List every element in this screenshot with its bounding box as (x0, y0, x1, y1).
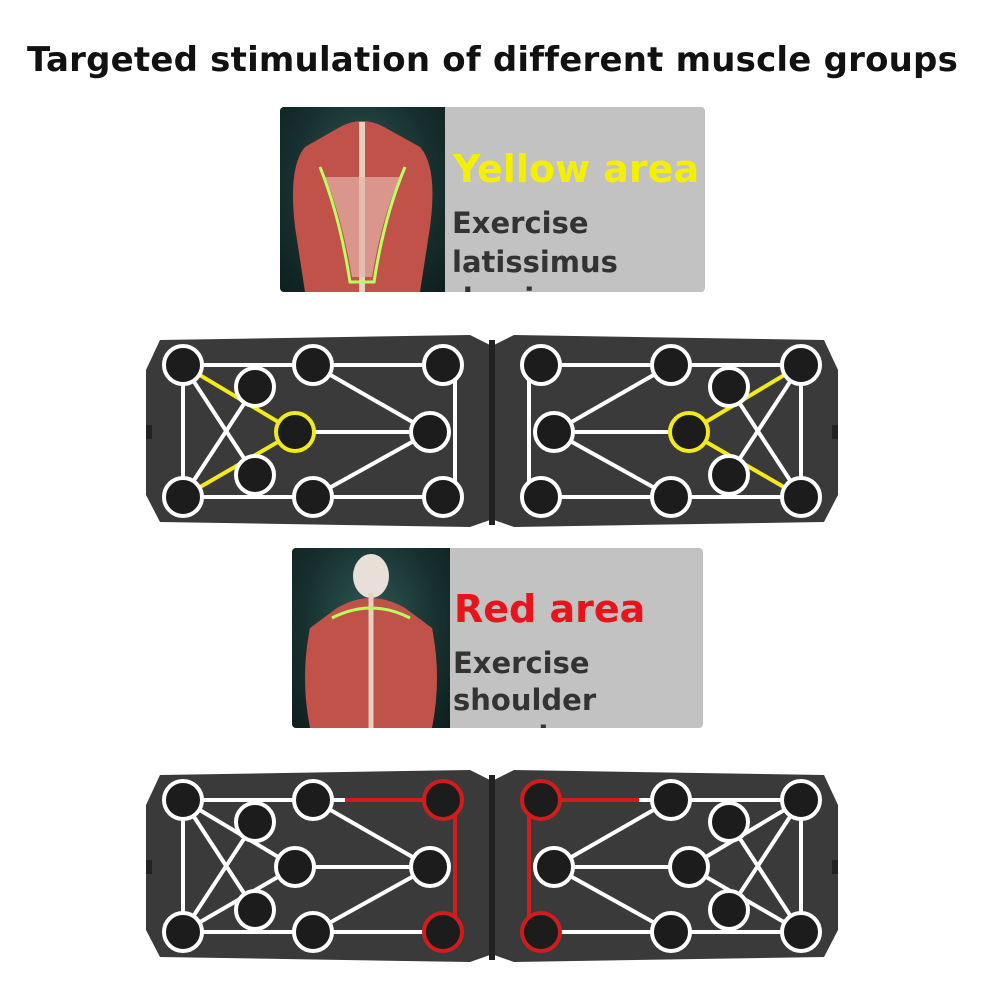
grip-hole (292, 476, 334, 518)
board-right-half (494, 770, 838, 962)
back-muscle-image (280, 107, 445, 292)
board-yellow-highlight (146, 335, 838, 527)
board-hinge (489, 775, 495, 960)
board-line (181, 798, 257, 912)
board-latch (146, 425, 152, 439)
grip-hole (780, 779, 822, 821)
board-line (553, 363, 672, 434)
grip-hole (780, 476, 822, 518)
yellow-area-desc-2: latissimus dorsi (452, 245, 618, 292)
grip-hole (234, 454, 276, 496)
board-line (553, 430, 672, 499)
grip-hole (668, 846, 710, 888)
shoulder-muscle-image (292, 548, 450, 728)
board-line (553, 798, 672, 869)
grip-hole (409, 846, 451, 888)
board-line (727, 820, 803, 934)
board-line (181, 820, 257, 934)
grip-hole (422, 476, 464, 518)
board-left-half (146, 335, 490, 527)
board-hinge (489, 340, 495, 525)
yellow-area-label: Yellow area (453, 147, 700, 191)
grip-hole (533, 846, 575, 888)
grip-hole (708, 454, 750, 496)
grip-hole (234, 801, 276, 843)
grip-hole (422, 911, 464, 953)
board-latch (832, 860, 838, 874)
board-line (727, 363, 803, 477)
grip-hole (533, 411, 575, 453)
board-line (312, 798, 431, 869)
grip-hole (780, 344, 822, 386)
grip-hole (422, 344, 464, 386)
page-title: Targeted stimulation of different muscle… (26, 40, 959, 80)
grip-hole (162, 779, 204, 821)
grip-hole (650, 779, 692, 821)
grip-hole (650, 476, 692, 518)
board-line (181, 363, 257, 477)
board-line (553, 865, 672, 934)
grip-hole (162, 911, 204, 953)
board-line (727, 385, 803, 499)
grip-hole (520, 911, 562, 953)
board-latch (832, 425, 838, 439)
grip-hole (520, 476, 562, 518)
board-line (727, 798, 803, 912)
grip-hole (409, 411, 451, 453)
grip-hole (520, 779, 562, 821)
board-left-half (146, 770, 490, 962)
grip-hole (274, 846, 316, 888)
grip-hole (520, 344, 562, 386)
yellow-area-card: Yellow area Exercise latissimus dorsi (280, 107, 705, 292)
red-area-desc-1: Exercise (453, 646, 590, 680)
board-line (181, 385, 257, 499)
grip-hole (650, 911, 692, 953)
red-area-desc-2: shoulder muscle (453, 683, 597, 728)
grip-hole (668, 411, 710, 453)
grip-hole (234, 889, 276, 931)
grip-hole (162, 476, 204, 518)
yellow-area-desc-1: Exercise (452, 206, 589, 240)
grip-hole (162, 344, 204, 386)
grip-hole (274, 411, 316, 453)
red-area-label: Red area (454, 587, 646, 631)
grip-hole (780, 911, 822, 953)
grip-hole (292, 779, 334, 821)
grip-hole (708, 366, 750, 408)
grip-hole (234, 366, 276, 408)
grip-hole (650, 344, 692, 386)
board-line (312, 430, 431, 499)
board-red-highlight (146, 770, 838, 962)
board-line (312, 363, 431, 434)
red-area-card: Red area Exercise shoulder muscle (292, 548, 703, 728)
grip-hole (708, 889, 750, 931)
board-line (312, 865, 431, 934)
grip-hole (422, 779, 464, 821)
board-right-half (494, 335, 838, 527)
grip-hole (708, 801, 750, 843)
grip-hole (292, 911, 334, 953)
board-latch (146, 860, 152, 874)
grip-hole (292, 344, 334, 386)
